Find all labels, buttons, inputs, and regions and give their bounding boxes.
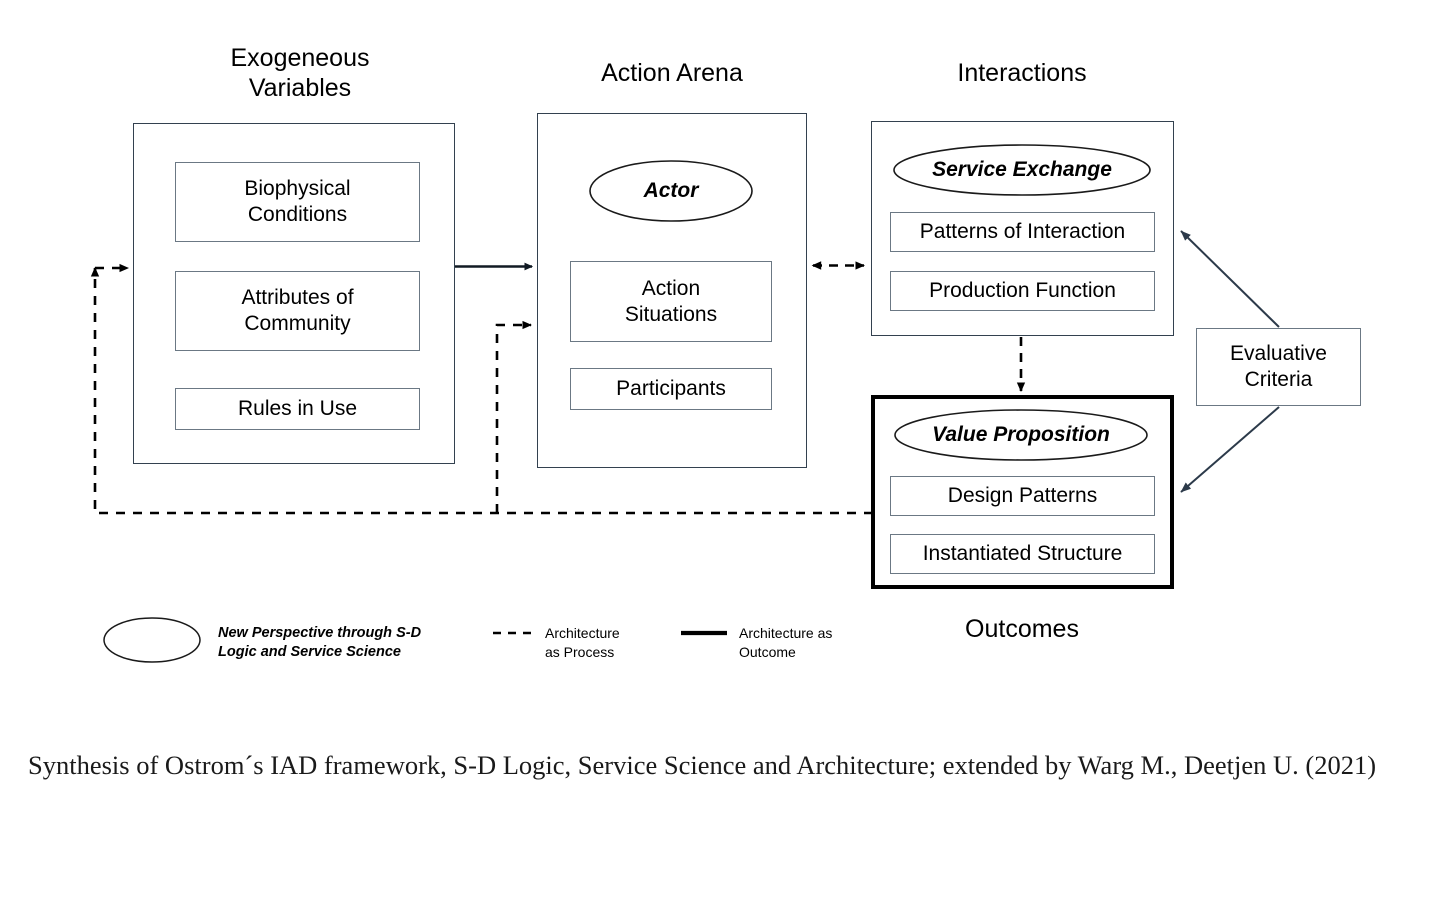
interactions-box[interactable] (871, 121, 1174, 336)
legend-label-architecture-as-outcome: Architecture as Outcome (739, 625, 833, 660)
item-design-patterns[interactable]: Design Patterns (890, 476, 1155, 516)
action-arena-box[interactable] (537, 113, 807, 468)
feedback-outcomes-to-exogenous (90, 263, 873, 515)
column-title-exogenous-variables: Exogeneous Variables (230, 44, 370, 102)
arrow-evaluative-to-interactions (1180, 230, 1280, 328)
legend-label-new-perspective: New Perspective through S-D Logic and Se… (218, 625, 422, 660)
item-action-situations[interactable]: Action Situations (570, 261, 772, 342)
item-participants[interactable]: Participants (570, 368, 772, 410)
item-instantiated-structure[interactable]: Instantiated Structure (890, 534, 1155, 574)
column-title-action-arena: Action Arena (601, 59, 743, 87)
item-biophysical-conditions[interactable]: Biophysical Conditions (175, 162, 420, 242)
item-rules-in-use[interactable]: Rules in Use (175, 388, 420, 430)
column-title-interactions: Interactions (957, 59, 1087, 87)
item-attributes-of-community[interactable]: Attributes of Community (175, 271, 420, 351)
item-production-function[interactable]: Production Function (890, 271, 1155, 311)
outcomes-box[interactable] (871, 395, 1174, 589)
value-proposition-ellipse (894, 409, 1148, 461)
arrow-evaluative-to-outcomes (1180, 406, 1280, 493)
evaluative-criteria-box[interactable]: Evaluative Criteria (1196, 328, 1361, 406)
legend-label-architecture-as-process: Architecture as Process (545, 625, 620, 660)
legend-ellipse-icon (103, 617, 201, 663)
actor-ellipse (589, 160, 753, 222)
figure-caption: Synthesis of Ostrom´s IAD framework, S-D… (28, 750, 1377, 780)
item-patterns-of-interaction[interactable]: Patterns of Interaction (890, 212, 1155, 252)
feedback-rail-to-action-arena (495, 320, 532, 513)
service-exchange-ellipse (893, 144, 1151, 196)
column-title-outcomes: Outcomes (965, 615, 1079, 643)
exogenous-variables-box[interactable] (133, 123, 455, 464)
